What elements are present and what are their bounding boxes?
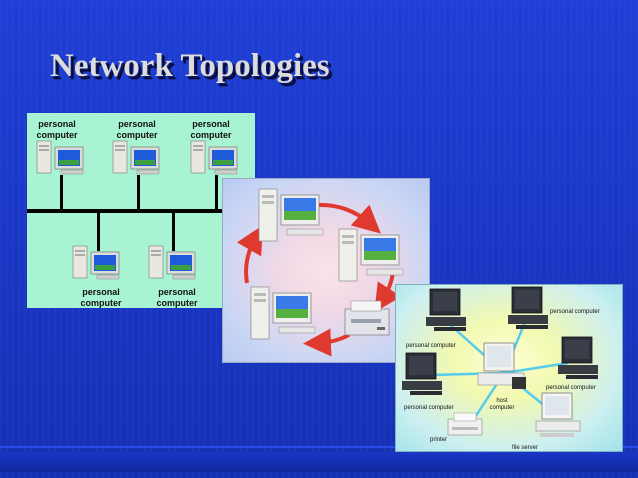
star-topology-panel: personal computer personal computer pers…	[395, 284, 623, 452]
star-label-host-line2: computer	[489, 405, 515, 411]
printer-icon	[447, 412, 483, 436]
bus-pc-label-line2: computer	[36, 130, 78, 140]
star-label-pc-left-lower: personal computer	[404, 405, 454, 411]
star-label-host-line1: host	[496, 398, 508, 404]
bus-pc-label-line2: computer	[190, 130, 232, 140]
star-label-pc-right-lower: personal computer	[546, 385, 596, 391]
bus-drop	[137, 175, 140, 211]
ring-arrow	[236, 225, 263, 284]
monitor-icon	[426, 288, 466, 331]
star-label-pc-top-right: personal computer	[550, 309, 600, 315]
slide-title: Network Topologies	[50, 48, 330, 84]
host-computer-icon	[477, 342, 526, 389]
star-topology-diagram	[402, 286, 598, 437]
file-server-icon	[535, 392, 581, 437]
bus-pc-label: personal computer	[147, 287, 207, 309]
star-label-file-server: file server	[512, 445, 539, 451]
footer-stripe	[0, 446, 638, 448]
tower-computer-icon	[250, 286, 316, 340]
desktop-computer-icon	[148, 245, 196, 280]
ring-arrow	[318, 202, 381, 234]
printer-icon	[344, 300, 390, 336]
bus-drop	[172, 213, 175, 251]
bus-topology-diagram	[27, 140, 255, 280]
star-link	[503, 361, 569, 375]
desktop-computer-icon	[190, 140, 238, 175]
star-label-pc-left-upper: personal computer	[406, 343, 456, 349]
tower-computer-icon	[338, 228, 404, 282]
bus-drop	[97, 213, 100, 251]
star-label-host: host computer	[488, 398, 516, 412]
bus-pc-label-line1: personal	[38, 119, 76, 129]
footer-band	[0, 452, 638, 472]
bus-pc-label: personal computer	[71, 287, 131, 309]
monitor-icon	[402, 352, 442, 395]
bus-pc-label: personal computer	[27, 119, 87, 141]
monitor-icon	[508, 286, 548, 329]
ring-arrow	[374, 272, 402, 313]
bus-pc-label-line2: computer	[80, 298, 122, 308]
bus-pc-label-line1: personal	[82, 287, 120, 297]
bus-pc-label: personal computer	[107, 119, 167, 141]
star-label-printer: printer	[430, 437, 448, 443]
bus-pc-label: personal computer	[181, 119, 241, 141]
ring-topology-diagram	[236, 188, 404, 357]
bus-line	[27, 209, 255, 213]
tower-computer-icon	[258, 188, 324, 242]
bus-drop	[215, 175, 218, 211]
bus-drop	[60, 175, 63, 211]
desktop-computer-icon	[72, 245, 120, 280]
bus-pc-label-line1: personal	[158, 287, 196, 297]
bus-pc-label-line2: computer	[116, 130, 158, 140]
desktop-computer-icon	[36, 140, 84, 175]
ring-arrow	[303, 328, 350, 357]
bus-pc-label-line1: personal	[192, 119, 230, 129]
bus-topology-panel: personal computer personal computer pers…	[27, 113, 255, 308]
bus-pc-label-line1: personal	[118, 119, 156, 129]
monitor-icon	[558, 336, 598, 379]
desktop-computer-icon	[112, 140, 160, 175]
bus-pc-label-line2: computer	[156, 298, 198, 308]
